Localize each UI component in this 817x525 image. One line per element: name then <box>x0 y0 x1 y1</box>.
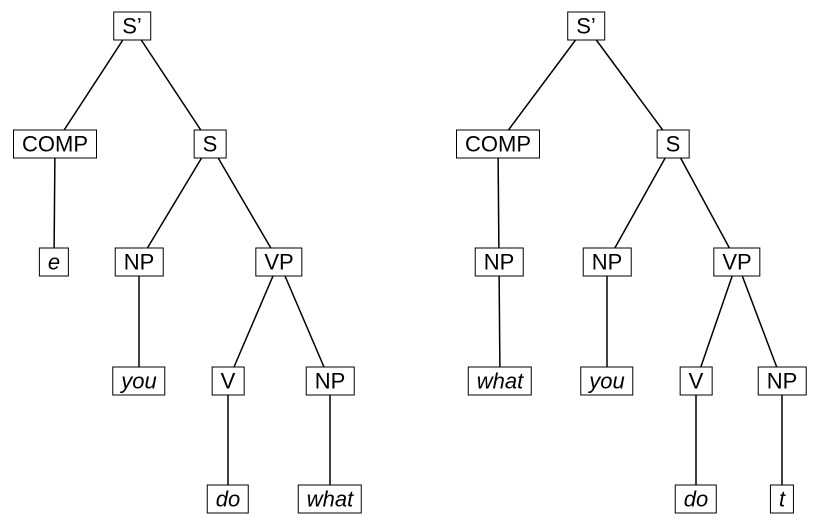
right-tree-node-comp: COMP <box>456 129 540 159</box>
right-tree-edge-s-bar-s <box>585 25 674 145</box>
left-tree-node-what: what <box>297 484 363 514</box>
left-tree-edge-s-bar-comp <box>54 25 133 145</box>
left-tree-edge-comp-e <box>53 143 56 263</box>
right-tree-edge-s-np-subj <box>606 143 674 263</box>
left-tree-edge-s-vp <box>209 143 280 263</box>
right-tree-edge-s-bar-comp <box>497 25 587 145</box>
left-tree-edge-vp-np-obj <box>278 261 331 382</box>
right-tree-node-t: t <box>769 484 795 514</box>
right-tree-node-vp: VP <box>713 247 761 277</box>
left-tree-edge-vp-v <box>227 261 280 382</box>
right-tree-node-you: you <box>580 366 634 396</box>
left-tree-edge-s-bar-s <box>131 25 211 145</box>
right-tree-node-s-bar: S’ <box>567 11 605 41</box>
left-tree-node-np-subj: NP <box>114 247 164 277</box>
right-tree-node-v: V <box>679 366 713 396</box>
left-tree-node-s: S <box>193 129 227 159</box>
left-tree-node-s-bar: S’ <box>113 11 151 41</box>
right-tree-edge-s-vp <box>672 143 738 263</box>
right-tree-edge-vp-v <box>695 261 738 382</box>
right-tree-edge-np-comp-what <box>498 261 501 382</box>
right-tree-node-np-subj: NP <box>582 247 632 277</box>
right-tree-node-np-obj: NP <box>757 366 807 396</box>
left-tree-node-vp: VP <box>255 247 303 277</box>
right-tree-node-do: do <box>674 484 718 514</box>
right-tree-node-np-comp: NP <box>474 247 524 277</box>
left-tree-node-np-obj: NP <box>305 366 355 396</box>
left-tree-node-e: e <box>38 247 70 277</box>
left-tree-node-do: do <box>206 484 250 514</box>
right-tree-node-s: S <box>656 129 690 159</box>
left-tree-node-comp: COMP <box>13 129 97 159</box>
right-tree-node-what: what <box>467 366 533 396</box>
right-tree-edge-comp-np-comp <box>497 143 500 263</box>
right-tree-edge-vp-np-obj <box>736 261 783 382</box>
left-tree-edge-s-np-subj <box>138 143 211 263</box>
left-tree-node-v: V <box>211 366 245 396</box>
left-tree-node-you: you <box>112 366 166 396</box>
